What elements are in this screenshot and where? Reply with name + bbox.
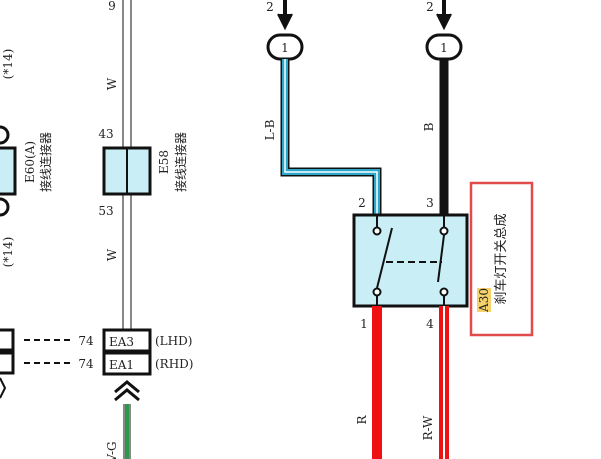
a30-code: A30 [477, 288, 491, 313]
lb-wire: L-B [263, 59, 382, 215]
ea1-box [102, 351, 152, 376]
left-connector-note-bottom: (*14) [1, 237, 15, 268]
left-partial-box-1 [0, 328, 15, 352]
left-partial-ea-boxes [0, 328, 15, 399]
switch-pin-top-left: 2 [358, 196, 366, 210]
ea-dashed-links: 74 74 [24, 334, 94, 371]
a30-code-highlight [477, 288, 491, 312]
switch-blade-left [376, 227, 393, 289]
lb-wire-core [282, 59, 380, 215]
left-connector-note-top: (*14) [1, 49, 15, 80]
left-connector-partial: (*14) (*14) E60(A) 接线连接器 [0, 49, 53, 268]
left-connector-name: 接线连接器 [38, 132, 53, 192]
w-wire-label-bottom: W [105, 248, 119, 261]
switch-pin-bottom-right: 4 [426, 317, 434, 331]
left-partial-box-2 [0, 351, 15, 375]
top-left-arrow [277, 13, 293, 31]
left-partial-arrow [0, 377, 7, 399]
vg-wire-label: V-G [105, 441, 119, 459]
switch-blade-right [437, 234, 445, 283]
left-connector-code: E60(A) [23, 141, 37, 183]
a30-highlight: A30 刹车灯开关总成 [469, 181, 534, 337]
top-left-pin: 2 [266, 0, 274, 14]
r-wire: R [355, 306, 382, 459]
top-left-connector-num: 1 [281, 41, 289, 55]
b-wire: B [422, 59, 449, 215]
switch-body [352, 213, 469, 308]
top-connector-left: 2 1 [266, 0, 304, 61]
b-wire-label: B [422, 122, 436, 131]
lb-wire-stripe [284, 59, 378, 215]
top-right-pin: 2 [426, 0, 434, 14]
ea-row-2-variant: (RHD) [155, 357, 193, 371]
w-wire-label-top: W [105, 77, 119, 90]
switch-contact-bl [372, 287, 382, 297]
lb-wire-outline [280, 59, 382, 215]
switch-contact-tr [439, 226, 449, 236]
ea-row-2-code: EA1 [109, 358, 134, 372]
ea-row-1-code: EA3 [109, 335, 134, 349]
rw-wire: R-W [421, 306, 449, 459]
ea-row-1-variant: (LHD) [155, 334, 192, 348]
e58-code: E58 [157, 150, 171, 174]
r-wire-label: R [355, 415, 369, 425]
ea-connector-boxes: EA3 EA1 (LHD) (RHD) V-G [102, 328, 193, 459]
brake-switch: 2 3 1 4 [352, 196, 469, 331]
splice-pin-bottom: 53 [98, 204, 113, 218]
ea-chevron-2 [114, 388, 140, 402]
w-wire-top-pin: 9 [108, 0, 116, 13]
splice-pin-top: 43 [98, 127, 113, 141]
left-connector-body [0, 146, 17, 196]
switch-pin-top-right: 3 [426, 196, 434, 210]
top-right-arrow [436, 13, 452, 31]
switch-contact-br [439, 287, 449, 297]
top-connector-right: 2 1 [425, 0, 463, 61]
switch-pin-bottom-left: 1 [360, 317, 368, 331]
switch-contact-tl [372, 226, 382, 236]
a30-name: 刹车灯开关总成 [493, 213, 509, 304]
ea-chevron-1 [114, 380, 140, 394]
top-right-connector-num: 1 [440, 41, 448, 55]
lb-wire-label: L-B [263, 119, 277, 140]
ea-row-1-pin: 74 [78, 334, 94, 348]
w-wire-column: 9 W 43 53 E58 接线连接器 W [98, 0, 188, 330]
e58-name: 接线连接器 [173, 132, 188, 192]
ea3-box [102, 328, 152, 353]
ea-row-2-pin: 74 [78, 357, 94, 371]
left-connector-top-loop [0, 125, 10, 145]
rw-wire-label: R-W [421, 415, 435, 440]
left-connector-bottom-loop [0, 197, 10, 217]
